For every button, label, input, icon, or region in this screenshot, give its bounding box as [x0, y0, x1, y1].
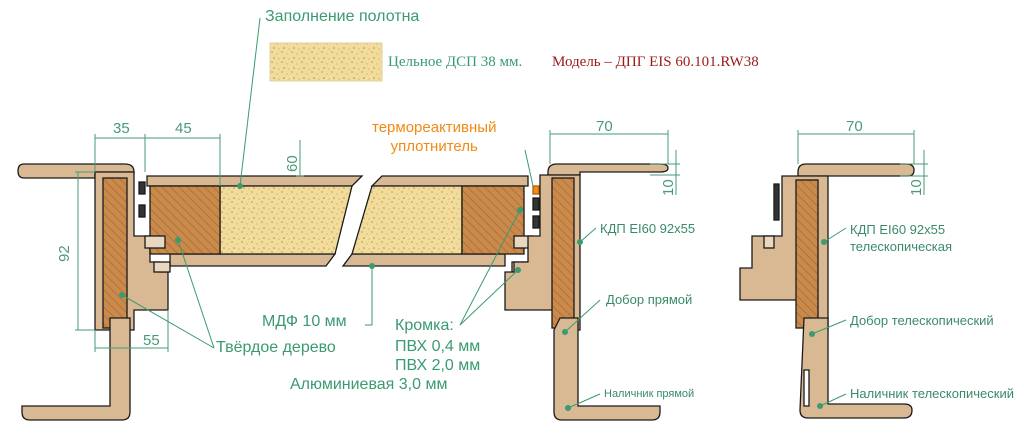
dim-35: 35	[113, 120, 130, 137]
extension-straight-label: Добор прямой	[606, 292, 693, 307]
leader-dots	[119, 183, 827, 411]
edge-label: Кромка:	[395, 317, 454, 334]
dim-92: 92	[56, 245, 73, 262]
middle-frame	[504, 163, 669, 421]
casing-tele-label: Наличник телескопический	[850, 386, 1014, 401]
dim-10-middle: 10	[660, 179, 677, 196]
frame-tele-label: КДП EI60 92х55 телескопическая	[850, 222, 953, 254]
dim-70-middle: 70	[596, 118, 613, 135]
edge-alu: Алюминиевая 3,0 мм	[290, 376, 448, 393]
sealant-label: термореактивный уплотнитель	[372, 119, 497, 155]
infill-swatch	[269, 42, 383, 82]
model-label: Модель – ДПГ EIS 60.101.RW38	[552, 54, 759, 70]
dim-10-right: 10	[908, 179, 925, 196]
infill-desc: Цельное ДСП 38 мм.	[388, 54, 523, 70]
extension-tele-label: Добор телескопический	[850, 313, 994, 328]
dimension-lines	[75, 130, 928, 352]
frame-straight-label: КДП EI60 92х55	[600, 221, 696, 236]
edge-pvc1: ПВХ 0,4 мм	[395, 338, 481, 355]
infill-label: Заполнение полотна	[265, 8, 420, 25]
dim-55: 55	[143, 332, 160, 349]
dim-45: 45	[175, 120, 192, 137]
casing-straight-label: Наличник прямой	[604, 388, 695, 400]
edge-pvc2: ПВХ 2,0 мм	[395, 357, 481, 374]
right-frame	[739, 163, 915, 419]
hardwood-label: Твёрдое дерево	[216, 339, 336, 356]
mdf-label: МДФ 10 мм	[262, 313, 347, 330]
leader-lines	[121, 17, 847, 409]
dim-60: 60	[284, 155, 301, 172]
door-leaf	[144, 175, 540, 273]
dim-70-right: 70	[846, 118, 863, 135]
left-frame	[17, 163, 169, 421]
